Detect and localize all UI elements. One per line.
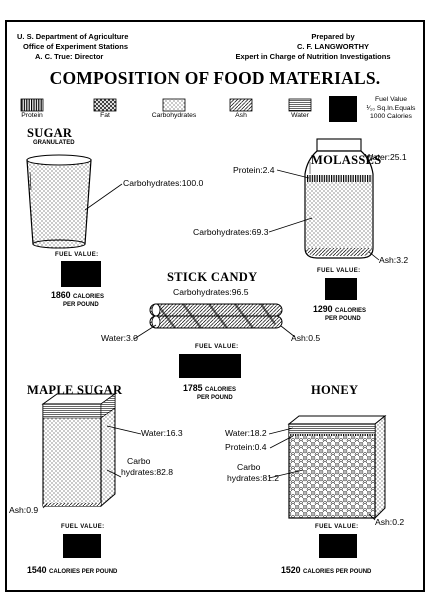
candy-per-pound: PER POUND — [197, 395, 233, 401]
legend-label-water: Water — [291, 112, 309, 119]
legend-swatch-ash — [229, 98, 253, 112]
legend-fuel-note: Fuel Value ¹⁄₁₀ Sq.In.Equals 1000 Calori… — [361, 96, 421, 122]
maple-sugar-block — [41, 393, 117, 508]
honey-calories-value: 1520 — [281, 565, 301, 575]
maple-sugar-title: MAPLE SUGAR — [27, 383, 123, 397]
molasses-protein-label: Protein:2.4 — [233, 165, 275, 175]
sugar-calories-value: 1860 — [51, 290, 71, 300]
honey-water-leader — [268, 427, 294, 435]
header-left: U. S. Department of Agriculture Office o… — [17, 32, 128, 62]
maple-calories-unit: CALORIES PER POUND — [49, 569, 118, 575]
stick-candy-title: STICK CANDY — [167, 270, 258, 284]
molasses-ash-leader — [368, 251, 380, 261]
candy-ash-label: Ash:0.5 — [291, 333, 321, 343]
honey-protein-leader — [269, 435, 294, 449]
honey-protein-label: Protein:0.4 — [225, 442, 267, 452]
molasses-water-label: Water:25.1 — [365, 152, 407, 162]
legend-label-protein: Protein — [21, 112, 43, 119]
sugar-title: SUGAR — [27, 126, 73, 140]
header-author: C. F. LANGWORTHY — [296, 42, 370, 51]
candy-fuel-label: FUEL VALUE: — [195, 344, 239, 350]
candy-calories: 1785 CALORIES — [183, 383, 236, 393]
honey-carbo-leader — [268, 469, 304, 479]
honey-carbo-label-2: hydrates:81.2 — [227, 473, 280, 483]
header-department: U. S. Department of Agriculture — [17, 32, 129, 41]
sugar-leader — [84, 183, 123, 211]
header-prepared: Prepared by — [311, 32, 355, 41]
header-office: Office of Experiment Stations — [23, 42, 129, 51]
candy-water-leader — [133, 324, 157, 340]
candy-calories-unit: CALORIES — [205, 387, 237, 393]
header-author-title: Expert in Charge of Nutrition Investigat… — [235, 52, 391, 61]
sugar-carbohydrates-label: Carbohydrates:100.0 — [123, 178, 204, 188]
maple-carbo-leader — [106, 469, 122, 478]
sugar-per-pound: PER POUND — [63, 302, 99, 308]
maple-ash-label: Ash:0.9 — [9, 505, 39, 515]
molasses-protein-leader — [276, 169, 310, 179]
molasses-fuel-square — [325, 278, 357, 300]
honey-fuel-label: FUEL VALUE: — [315, 524, 359, 530]
molasses-carbo-leader — [268, 217, 313, 233]
molasses-jar — [304, 138, 374, 259]
molasses-title: MOLASSES — [311, 153, 382, 167]
header-right: Prepared by C. F. LANGWORTHY Expert in C… — [213, 32, 413, 62]
header-director: A. C. True: Director — [35, 52, 104, 61]
sugar-calories: 1860 CALORIES — [51, 290, 104, 300]
honey-ash-label: Ash:0.2 — [375, 517, 405, 527]
candy-fuel-square — [179, 354, 241, 378]
maple-water-leader — [106, 425, 142, 435]
sugar-calories-unit: CALORIES — [73, 294, 105, 300]
honey-water-label: Water:18.2 — [225, 428, 267, 438]
legend-swatch-protein — [20, 98, 44, 112]
legend-fuel-line-1: Fuel Value — [375, 96, 407, 103]
poster: U. S. Department of Agriculture Office o… — [5, 20, 425, 592]
honey-fuel-square — [319, 534, 357, 558]
legend-label-ash: Ash — [235, 112, 247, 119]
molasses-calories-value: 1290 — [313, 304, 333, 314]
molasses-fuel-label: FUEL VALUE: — [317, 268, 361, 274]
legend-swatch-carbohydrates — [162, 98, 186, 112]
candy-calories-value: 1785 — [183, 383, 203, 393]
molasses-water-leader — [366, 154, 380, 163]
candy-carbohydrates-label: Carbohydrates:96.5 — [173, 287, 249, 297]
sugar-fuel-label: FUEL VALUE: — [55, 252, 99, 258]
legend-fuel-square — [329, 96, 357, 122]
candy-ash-leader — [280, 325, 296, 338]
molasses-calories: 1290 CALORIES — [313, 304, 366, 314]
legend-label-carbohydrates: Carbohydrates — [151, 112, 197, 119]
honey-carbo-label-1: Carbo — [237, 462, 261, 472]
molasses-per-pound: PER POUND — [325, 316, 361, 322]
molasses-calories-unit: CALORIES — [335, 308, 367, 314]
sugar-glass — [26, 154, 92, 249]
maple-calories: 1540 CALORIES PER POUND — [27, 565, 117, 575]
sugar-fuel-square — [61, 261, 101, 287]
maple-fuel-label: FUEL VALUE: — [61, 524, 105, 530]
honey-calories: 1520 CALORIES PER POUND — [281, 565, 371, 575]
maple-carbo-label-2: hydrates:82.8 — [121, 467, 174, 477]
maple-water-label: Water:16.3 — [141, 428, 183, 438]
legend-swatch-water — [288, 98, 312, 112]
maple-ash-leader — [42, 503, 48, 509]
candy-water-label: Water:3.0 — [101, 333, 138, 343]
maple-calories-value: 1540 — [27, 565, 47, 575]
legend-fuel-line-2: ¹⁄₁₀ Sq.In.Equals — [366, 104, 416, 112]
sugar-subtitle: GRANULATED — [33, 140, 75, 146]
legend-fuel-line-3: 1000 Calories — [370, 113, 412, 121]
maple-fuel-square — [63, 534, 101, 558]
legend-label-fat: Fat — [100, 112, 110, 119]
illustration-layer — [20, 96, 387, 521]
molasses-carbohydrates-label: Carbohydrates:69.3 — [193, 227, 269, 237]
honey-title: HONEY — [311, 383, 359, 397]
molasses-ash-label: Ash:3.2 — [379, 255, 409, 265]
honey-ash-leader — [368, 513, 376, 521]
legend-swatch-fat — [93, 98, 117, 112]
stick-candy — [149, 303, 283, 329]
maple-carbo-label-1: Carbo — [127, 456, 151, 466]
honeycomb-box — [287, 414, 387, 520]
page-title: COMPOSITION OF FOOD MATERIALS. — [49, 68, 381, 88]
honey-calories-unit: CALORIES PER POUND — [303, 569, 372, 575]
